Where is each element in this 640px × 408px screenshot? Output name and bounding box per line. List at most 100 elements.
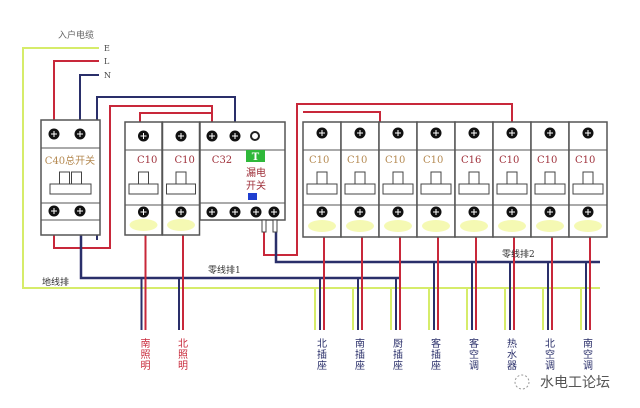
screw-slot-icon [319, 130, 325, 136]
breaker-rating: C10 [499, 155, 519, 166]
screw-slot-icon [357, 130, 363, 136]
ground-bus-label: 地线排 [42, 276, 69, 288]
screw-slot-icon [547, 130, 553, 136]
watermark: 水电工论坛 [514, 374, 610, 391]
output-label: 南照明 [138, 337, 150, 371]
test-button-label: T [252, 152, 260, 163]
output-label: 客空调 [467, 337, 479, 371]
output-label: 北空调 [543, 338, 555, 371]
breaker-rating: C10 [137, 155, 157, 166]
screw-slot-icon [585, 130, 591, 136]
watermark-text: 水电工论坛 [540, 375, 610, 391]
screw-slot-icon [271, 209, 277, 215]
terminal-tag [129, 219, 158, 231]
screw-slot-icon [395, 130, 401, 136]
breaker-right-5: C16 [454, 121, 494, 238]
terminal-tag [346, 220, 374, 232]
breaker-toggle [59, 171, 70, 185]
breaker-toggle [582, 171, 594, 185]
breaker-handle [128, 183, 159, 195]
indicator-ring-icon [250, 131, 260, 141]
terminal-tag [167, 219, 195, 231]
output-label: 南空调 [581, 337, 593, 371]
breaker-rating: C10 [347, 155, 367, 166]
incoming-live-wire [53, 60, 99, 120]
output-label: 热水器 [505, 337, 517, 371]
terminal-tag [384, 220, 412, 232]
screw-slot-icon [471, 209, 477, 215]
breaker-rating: C10 [575, 155, 595, 166]
screw-slot-icon [140, 209, 147, 215]
breaker-rating: C10 [309, 155, 329, 166]
terminal-tag [308, 220, 336, 232]
screw-slot-icon [357, 209, 363, 215]
screw-slot-icon [319, 209, 325, 215]
rcd-rating: C32 [212, 155, 232, 166]
breaker-toggle [138, 171, 149, 185]
screw-slot-icon [433, 130, 439, 136]
breaker-left-1: C10 [124, 121, 163, 236]
neutral-bus-1-label: 零线排1 [208, 264, 241, 276]
screw-slot-icon [209, 209, 215, 215]
screw-slot-icon [51, 208, 57, 214]
terminal-tag [498, 220, 526, 232]
output-label: 客插座 [429, 337, 441, 371]
screw-slot-icon [77, 208, 83, 214]
breaker-handle [344, 183, 376, 195]
screw-slot-icon [232, 209, 238, 215]
screw-slot-icon [232, 133, 238, 139]
neutral-bus-2-label: 零线排2 [502, 248, 535, 260]
watermark-logo-icon [514, 374, 530, 390]
breaker-toggle [316, 171, 328, 185]
rcd-live-out [263, 103, 513, 256]
breaker-toggle [430, 171, 442, 185]
screw-slot-icon [77, 131, 83, 137]
screw-slot-icon [253, 209, 259, 215]
rcd-label-line1: 漏电 [246, 166, 266, 179]
breaker-toggle [544, 171, 556, 185]
breaker-left-2: C10 [161, 121, 201, 236]
breaker-handle [382, 183, 414, 195]
breaker-handle [420, 183, 452, 195]
screw-slot-icon [585, 209, 591, 215]
breaker-toggle [506, 171, 518, 185]
rcd-label-line2: 开关 [246, 179, 266, 192]
breaker-right-7: C10 [530, 121, 570, 238]
breaker-handle [49, 183, 92, 195]
breaker-toggle [392, 171, 404, 185]
screw-slot-icon [209, 133, 215, 139]
breaker-toggle [354, 171, 366, 185]
neutral-terminal-label: N [104, 71, 111, 80]
breaker-handle [534, 183, 566, 195]
screw-slot-icon [51, 131, 57, 137]
screw-slot-icon [178, 133, 184, 139]
rcd-lead [272, 219, 278, 233]
breaker-right-4: C10 [416, 121, 456, 238]
breaker-toggle [468, 171, 480, 185]
breaker-toggle [175, 171, 187, 185]
terminal-tag [460, 220, 488, 232]
breaker-handle [572, 183, 604, 195]
breaker-right-2: C10 [340, 121, 380, 238]
breaker-rating: C10 [385, 155, 405, 166]
screw-slot-icon [395, 209, 401, 215]
screw-slot-icon [509, 130, 515, 136]
screw-slot-icon [509, 209, 515, 215]
terminal-tag [536, 220, 564, 232]
screw-slot-icon [471, 130, 477, 136]
incoming-neutral-wire [79, 74, 99, 120]
main-breaker: C40总开关 [40, 119, 101, 236]
output-label: 北照明 [176, 338, 188, 371]
earth-terminal-label: E [104, 44, 110, 53]
output-label: 厨插座 [391, 338, 403, 371]
breaker-right-6: C10 [492, 121, 532, 238]
main-neutral-out [79, 235, 400, 280]
breaker-rating: C10 [537, 155, 557, 166]
incoming-cable-label: 入户电缆 [58, 29, 94, 41]
screw-slot-icon [178, 209, 184, 215]
breaker-body [40, 119, 101, 236]
output-label: 北插座 [315, 338, 327, 371]
screw-slot-icon [547, 209, 553, 215]
